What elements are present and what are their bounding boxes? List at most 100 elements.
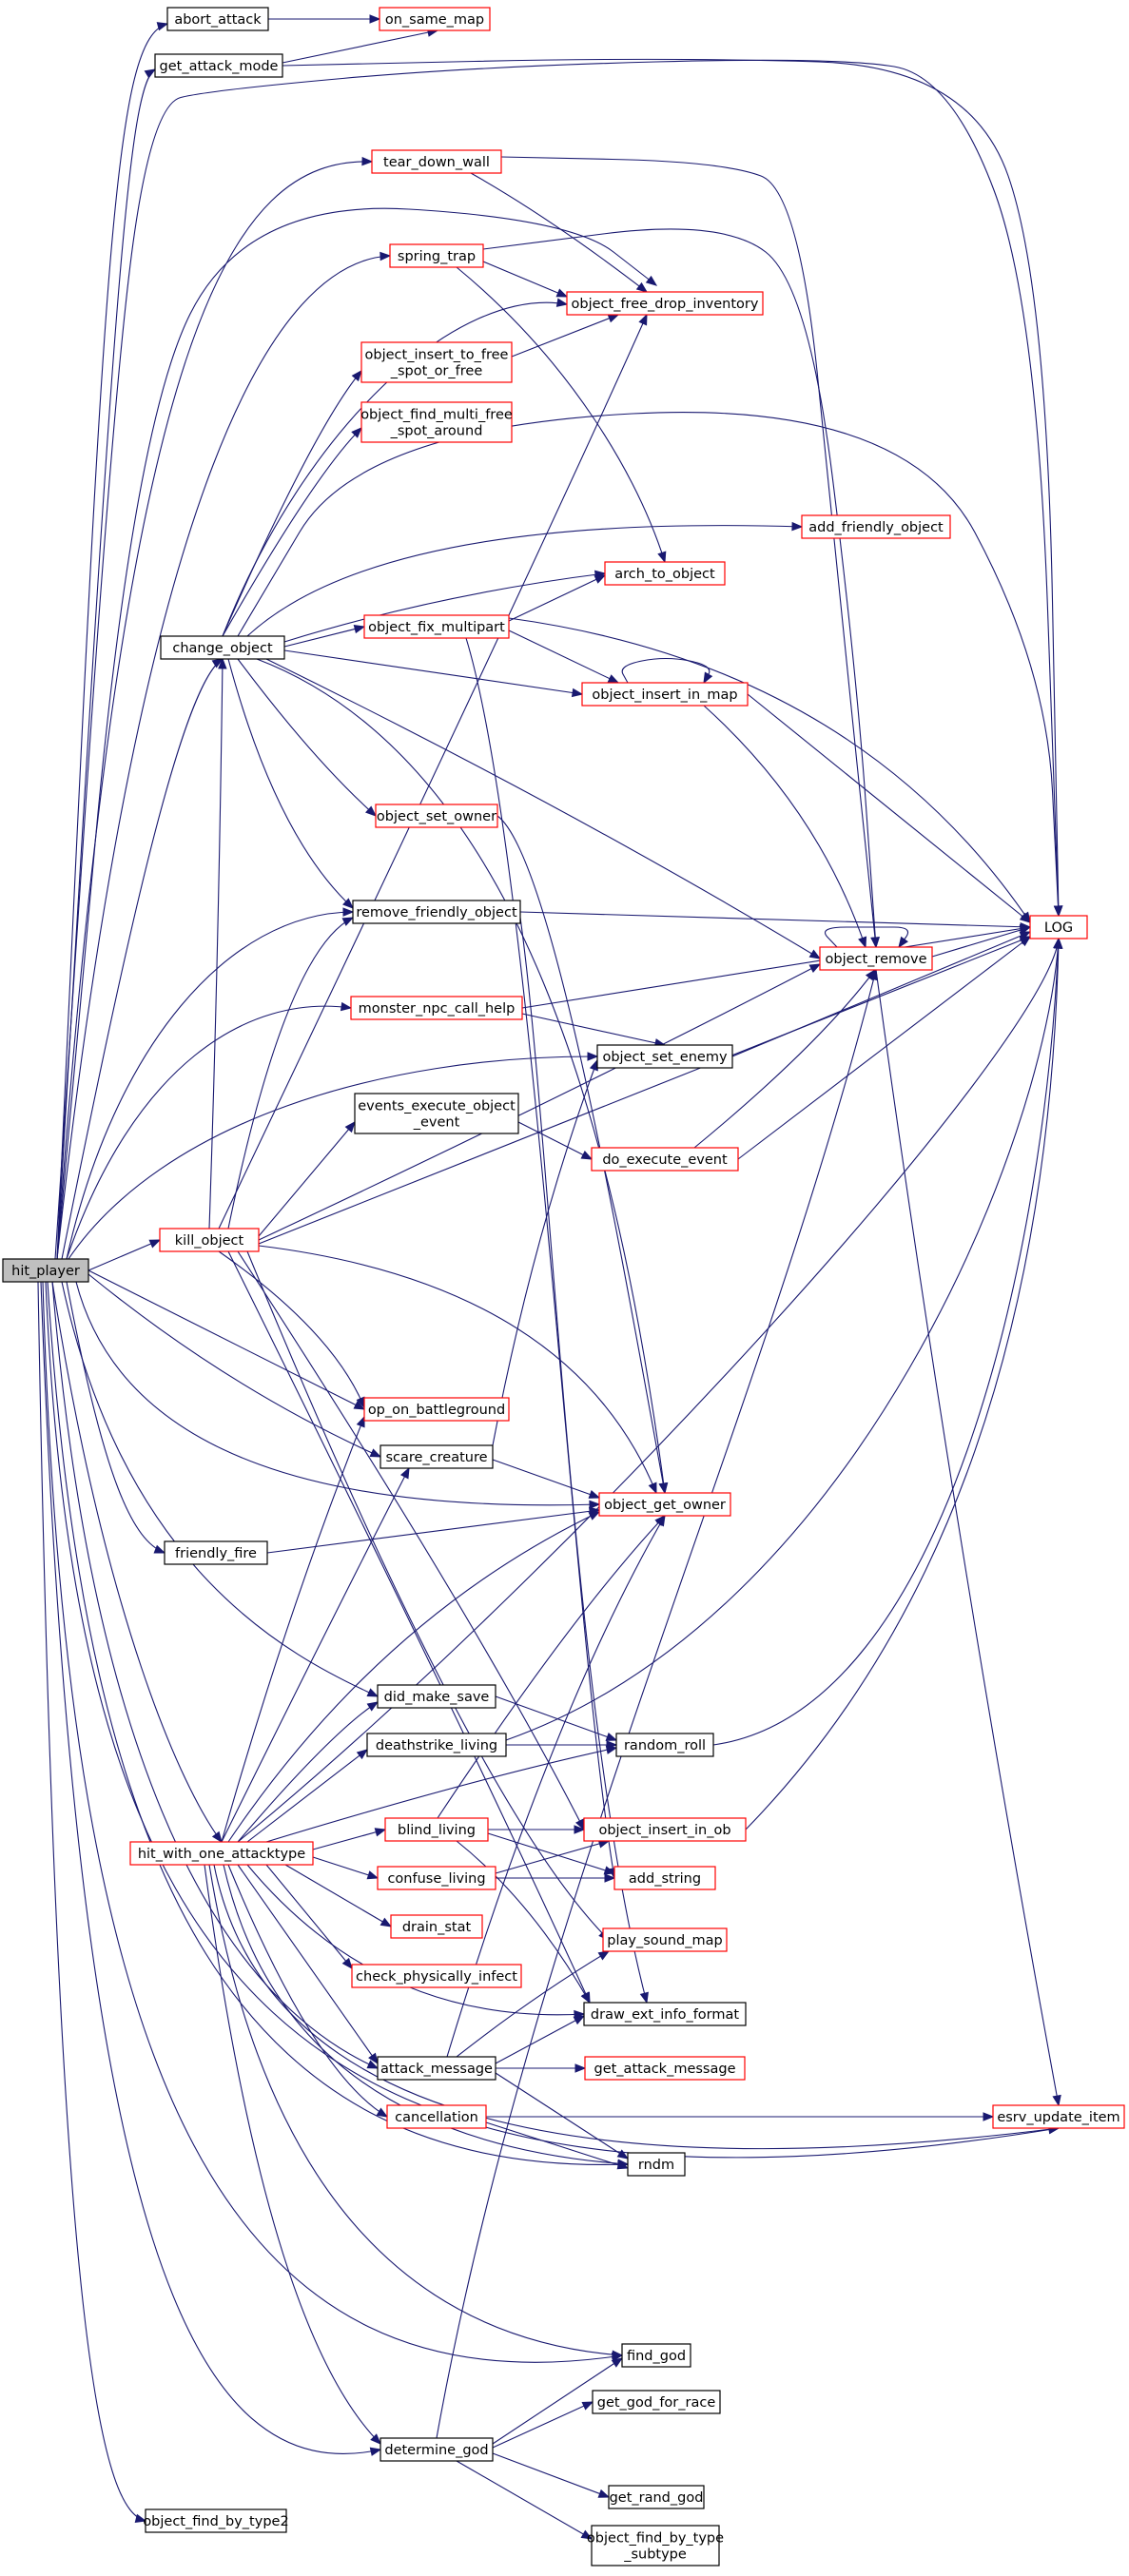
node-box[interactable] (351, 1964, 522, 1988)
node-box[interactable] (604, 561, 726, 586)
node-box[interactable] (390, 1914, 483, 1939)
node-box[interactable] (584, 2056, 746, 2081)
node-box[interactable] (366, 1733, 507, 1757)
node-object-find-multi-free[interactable]: object_find_multi_free_spot_around (360, 401, 513, 443)
node-scare-creature[interactable]: scare_creature (380, 1444, 494, 1469)
node-box[interactable] (386, 2104, 487, 2129)
node-on-same-map[interactable]: on_same_map (379, 7, 491, 31)
node-box[interactable] (352, 900, 521, 924)
node-box[interactable] (377, 2056, 496, 2081)
node-deathstrike-living[interactable]: deathstrike_living (366, 1733, 507, 1757)
node-kill-object[interactable]: kill_object (159, 1228, 260, 1252)
node-events-execute-object-event[interactable]: events_execute_object_event (354, 1093, 519, 1134)
node-draw-ext-info-format[interactable]: draw_ext_info_format (583, 2002, 747, 2026)
node-object-insert-in-ob[interactable]: object_insert_in_ob (583, 1817, 747, 1842)
node-box[interactable] (598, 1492, 731, 1517)
node-box[interactable] (992, 2104, 1125, 2129)
node-hit-with-one-attacktype[interactable]: hit_with_one_attacktype (129, 1841, 314, 1866)
node-random-roll[interactable]: random_roll (615, 1733, 714, 1757)
node-find-god[interactable]: find_god (621, 2343, 691, 2368)
node-box[interactable] (627, 2152, 686, 2177)
node-change-object[interactable]: change_object (160, 635, 285, 660)
node-LOG[interactable]: LOG (1029, 915, 1088, 939)
node-box[interactable] (363, 1397, 510, 1422)
node-object-get-owner[interactable]: object_get_owner (598, 1492, 731, 1517)
node-object-set-enemy[interactable]: object_set_enemy (596, 1044, 733, 1069)
node-object-set-owner[interactable]: object_set_owner (375, 804, 498, 828)
node-add-string[interactable]: add_string (613, 1866, 716, 1890)
node-confuse-living[interactable]: confuse_living (377, 1866, 496, 1890)
node-box[interactable] (613, 1866, 716, 1890)
node-object-remove[interactable]: object_remove (819, 946, 933, 971)
node-box[interactable] (164, 1540, 268, 1565)
node-do-execute-event[interactable]: do_execute_event (591, 1147, 739, 1172)
node-play-sound-map[interactable]: play_sound_map (602, 1927, 728, 1952)
node-object-fix-multipart[interactable]: object_fix_multipart (363, 614, 510, 639)
node-object-insert-in-map[interactable]: object_insert_in_map (581, 682, 749, 707)
node-get-attack-message[interactable]: get_attack_message (584, 2056, 746, 2081)
node-box[interactable] (581, 682, 749, 707)
node-box[interactable] (363, 614, 510, 639)
node-object-free-drop-inventory[interactable]: object_free_drop_inventory (566, 291, 764, 316)
node-box[interactable] (819, 946, 933, 971)
node-box[interactable] (371, 149, 502, 174)
node-box[interactable] (602, 1927, 728, 1952)
node-box[interactable] (354, 1093, 519, 1134)
node-box[interactable] (380, 2437, 494, 2462)
node-box[interactable] (166, 7, 269, 31)
node-box[interactable] (377, 1684, 496, 1709)
node-box[interactable] (801, 514, 951, 539)
node-box[interactable] (379, 7, 491, 31)
node-box[interactable] (596, 1044, 733, 1069)
node-remove-friendly-object[interactable]: remove_friendly_object (352, 900, 521, 924)
node-hit-player[interactable]: hit_player (2, 1258, 89, 1283)
node-box[interactable] (154, 53, 283, 78)
node-box[interactable] (384, 1817, 489, 1842)
node-object-insert-to-free-spot[interactable]: object_insert_to_free_spot_or_free (360, 341, 513, 383)
node-box[interactable] (129, 1841, 314, 1866)
node-check-physically-infect[interactable]: check_physically_infect (351, 1964, 522, 1988)
node-esrv-update-item[interactable]: esrv_update_item (992, 2104, 1125, 2129)
node-box[interactable] (350, 996, 523, 1020)
node-box[interactable] (566, 291, 764, 316)
node-box[interactable] (608, 2485, 705, 2509)
node-box[interactable] (380, 1444, 494, 1469)
node-rndm[interactable]: rndm (627, 2152, 686, 2177)
node-box[interactable] (583, 1817, 747, 1842)
node-box[interactable] (145, 2508, 287, 2533)
node-box[interactable] (360, 401, 513, 443)
node-box[interactable] (621, 2343, 691, 2368)
node-arch-to-object[interactable]: arch_to_object (604, 561, 726, 586)
node-box[interactable] (377, 1866, 496, 1890)
node-box[interactable] (591, 1147, 739, 1172)
node-box[interactable] (2, 1258, 89, 1283)
node-get-god-for-race[interactable]: get_god_for_race (592, 2390, 721, 2414)
node-friendly-fire[interactable]: friendly_fire (164, 1540, 268, 1565)
node-blind-living[interactable]: blind_living (384, 1817, 489, 1842)
node-box[interactable] (360, 341, 513, 383)
node-box[interactable] (615, 1733, 714, 1757)
node-box[interactable] (591, 2525, 720, 2566)
node-get-attack-mode[interactable]: get_attack_mode (154, 53, 283, 78)
node-cancellation[interactable]: cancellation (386, 2104, 487, 2129)
node-op-on-battleground[interactable]: op_on_battleground (363, 1397, 510, 1422)
node-determine-god[interactable]: determine_god (380, 2437, 494, 2462)
node-box[interactable] (389, 243, 484, 268)
node-box[interactable] (1029, 915, 1088, 939)
node-object-find-by-type-subtype[interactable]: object_find_by_type_subtype (587, 2525, 724, 2566)
node-tear-down-wall[interactable]: tear_down_wall (371, 149, 502, 174)
node-spring-trap[interactable]: spring_trap (389, 243, 484, 268)
node-monster-npc-call-help[interactable]: monster_npc_call_help (350, 996, 523, 1020)
node-box[interactable] (592, 2390, 721, 2414)
node-box[interactable] (160, 635, 285, 660)
node-abort-attack[interactable]: abort_attack (166, 7, 269, 31)
node-object-find-by-type2[interactable]: object_find_by_type2 (143, 2508, 289, 2533)
node-box[interactable] (583, 2002, 747, 2026)
node-box[interactable] (159, 1228, 260, 1252)
node-get-rand-god[interactable]: get_rand_god (608, 2485, 705, 2509)
node-box[interactable] (375, 804, 498, 828)
node-drain-stat[interactable]: drain_stat (390, 1914, 483, 1939)
node-did-make-save[interactable]: did_make_save (377, 1684, 496, 1709)
node-add-friendly-object[interactable]: add_friendly_object (801, 514, 951, 539)
node-attack-message[interactable]: attack_message (377, 2056, 496, 2081)
